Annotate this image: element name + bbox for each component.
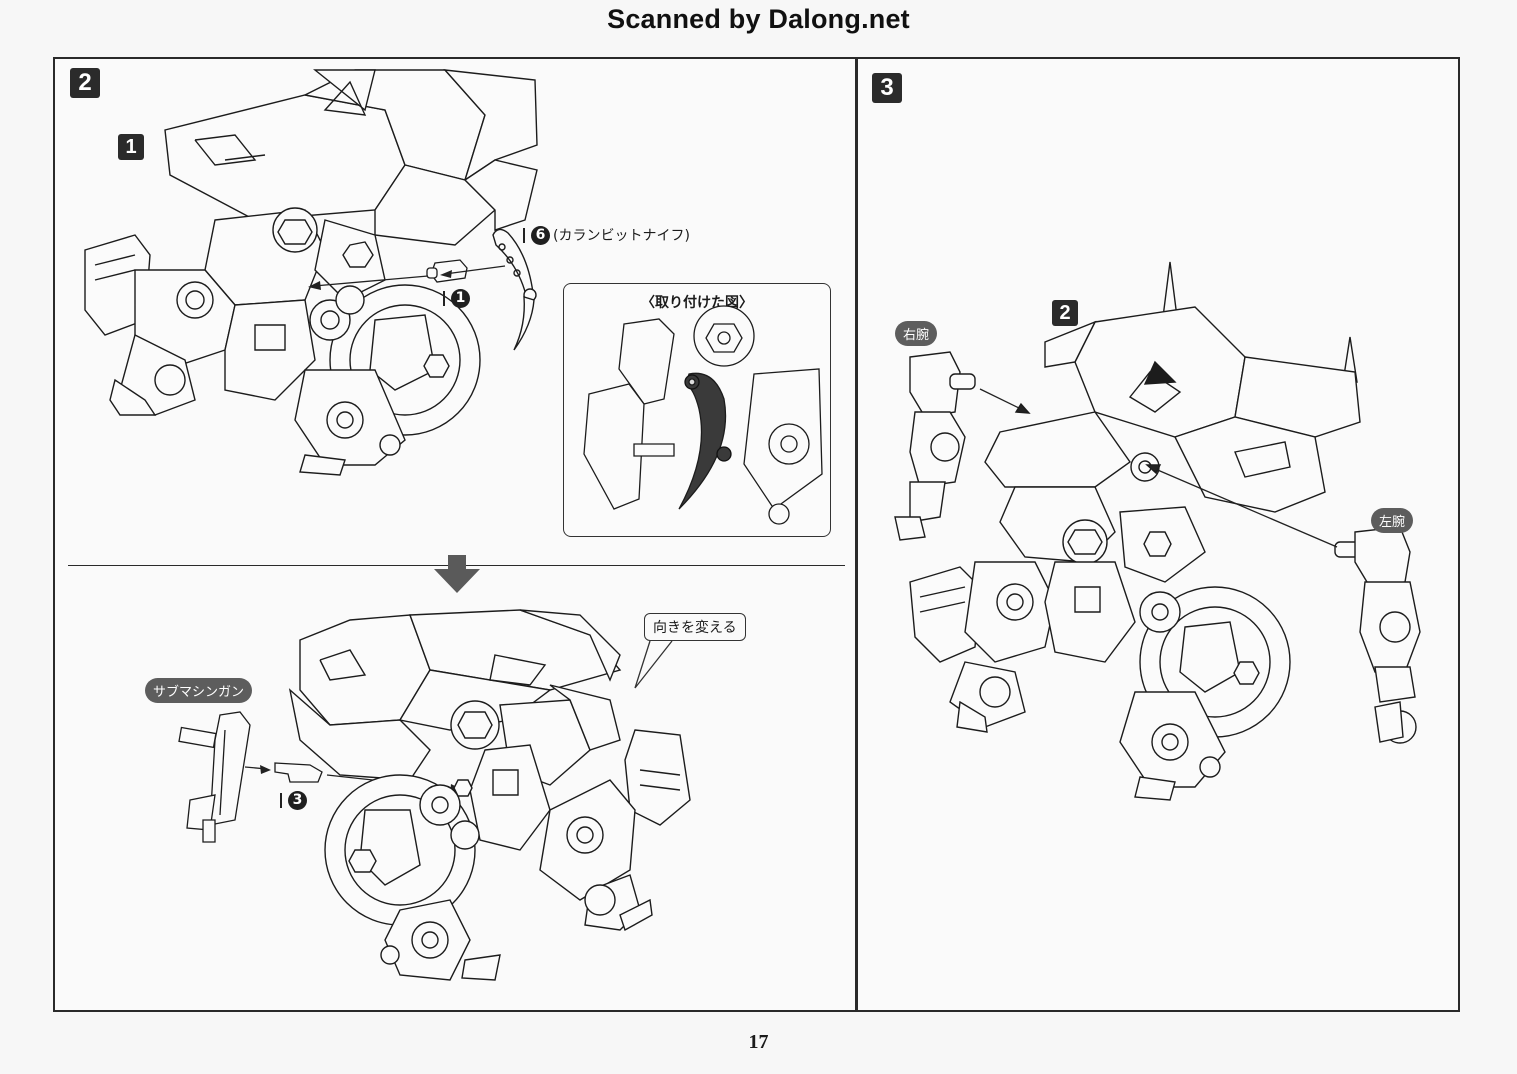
down-arrow-icon: [434, 555, 480, 593]
step-3-badge: 3: [872, 73, 902, 103]
right-arm-label: 右腕: [895, 321, 938, 346]
karambit-knife-part: [488, 225, 548, 355]
part-number-6: 6 (カランビットナイフ): [523, 225, 690, 245]
sub-step-1-badge: 1: [118, 134, 144, 160]
sub-step-2-badge: 2: [1052, 300, 1078, 326]
step-2-badge: 2: [70, 68, 100, 98]
part-1-number: 1: [451, 289, 470, 308]
robot-body-illustration-top: [75, 70, 545, 480]
submachine-gun-label: サブマシンガン: [145, 678, 253, 703]
part-tick: [280, 793, 282, 808]
submachine-gun-part: [175, 710, 255, 845]
left-arm-label: 左腕: [1371, 508, 1414, 533]
part-6-name: (カランビットナイフ): [553, 228, 690, 244]
robot-full-illustration: [905, 262, 1425, 802]
part-tick: [443, 291, 445, 306]
attached-view-inset: 〈取り付けた図〉: [563, 283, 831, 537]
connector-part-1: [425, 258, 470, 288]
part-number-1: 1: [443, 289, 470, 308]
scanner-watermark: Scanned by Dalong.net: [607, 4, 910, 34]
attached-view-illustration: [574, 314, 824, 529]
inset-title: 〈取り付けた図〉: [641, 295, 753, 311]
connector-part-3: [270, 760, 325, 785]
robot-body-illustration-bottom: [290, 610, 700, 990]
callout-pointer: [630, 638, 680, 693]
turn-direction-callout: 向きを変える: [644, 613, 746, 641]
page-number: 17: [748, 1031, 769, 1053]
part-tick: [523, 227, 525, 243]
part-6-number: 6: [531, 225, 550, 245]
part-3-number: 3: [288, 791, 307, 810]
part-number-3: 3: [280, 791, 307, 810]
assembly-arrow: [308, 262, 505, 290]
